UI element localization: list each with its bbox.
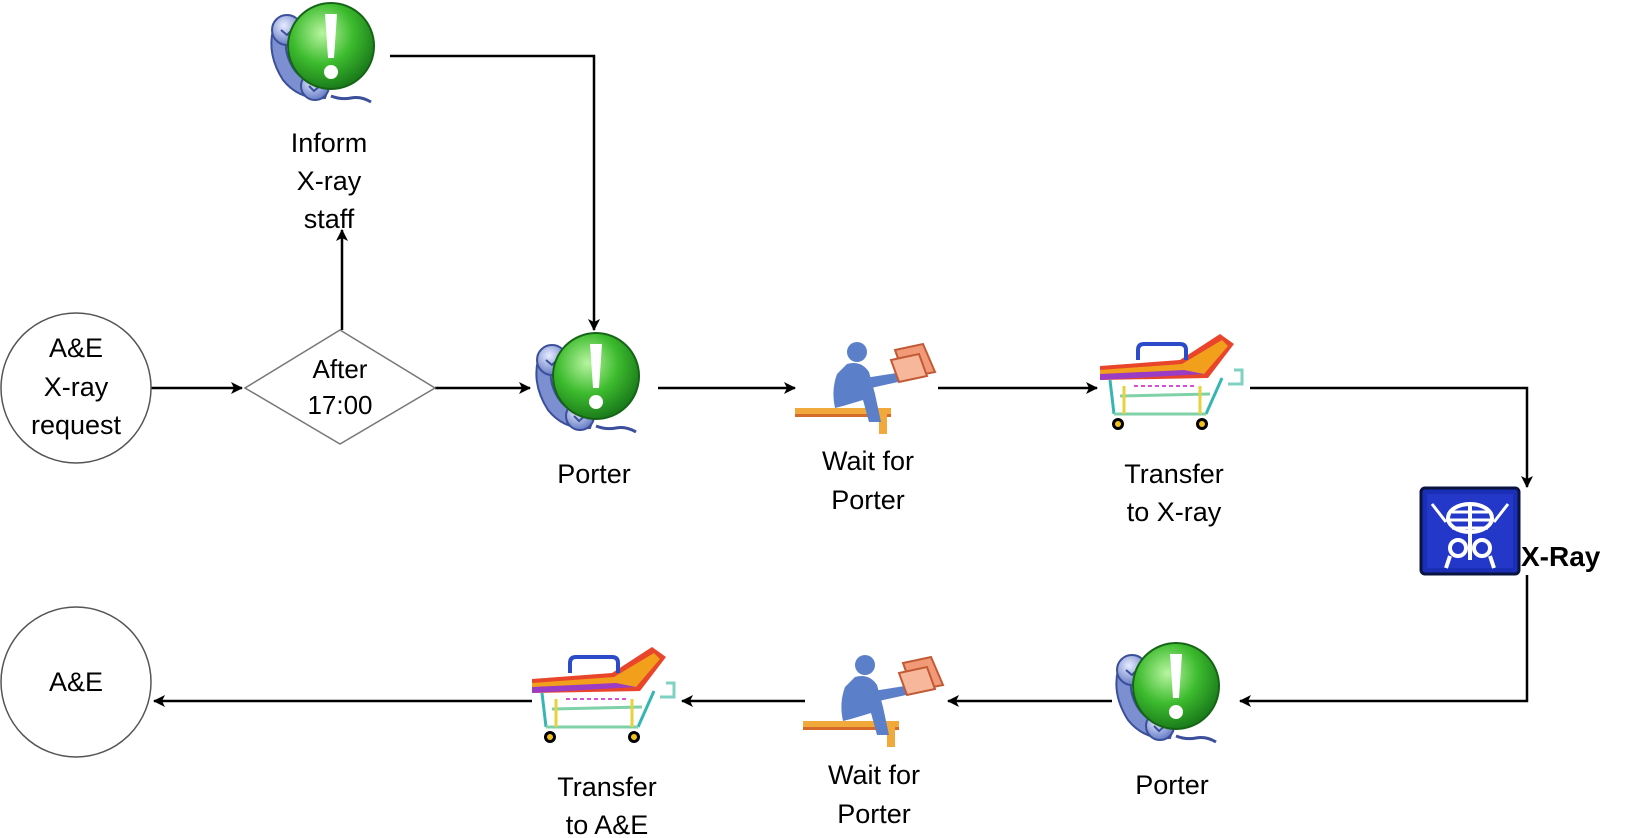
- porter-bottom-label: Porter: [1135, 770, 1209, 800]
- porter-bottom-node: Porter: [1114, 641, 1221, 800]
- seated-person-icon: [794, 341, 936, 435]
- phone-alert-icon: [269, 1, 376, 104]
- start-node: A&E X-ray request: [0, 312, 152, 464]
- wait-bottom-label-line1: Wait for: [828, 760, 920, 790]
- end-label: A&E: [49, 667, 103, 697]
- inform-label-line2: X-ray: [297, 166, 362, 196]
- transfer-bottom-node: Transfer to A&E: [530, 645, 676, 838]
- inform-node: Inform X-ray staff: [269, 1, 376, 234]
- phone-alert-icon: [1114, 641, 1221, 744]
- wait-top-node: Wait for Porter: [794, 341, 936, 515]
- xray-skeleton-icon: [1419, 486, 1521, 576]
- transfer-top-label-line1: Transfer: [1124, 459, 1224, 489]
- transfer-bottom-label-line1: Transfer: [557, 772, 657, 802]
- start-label-line3: request: [31, 410, 122, 440]
- wait-top-label-line2: Porter: [831, 485, 905, 515]
- wait-top-label-line1: Wait for: [822, 446, 914, 476]
- transfer-bottom-label-line2: to A&E: [566, 810, 649, 838]
- arrow-xray-to-porter: [1239, 575, 1529, 707]
- wait-bottom-label-line2: Porter: [837, 799, 911, 829]
- inform-label-line1: Inform: [291, 128, 368, 158]
- xray-node: X-Ray: [1419, 486, 1601, 576]
- transfer-top-node: Transfer to X-ray: [1098, 332, 1244, 527]
- decision-node: After 17:00: [243, 329, 437, 445]
- wait-bottom-node: Wait for Porter: [802, 654, 944, 829]
- xray-label: X-Ray: [1521, 541, 1601, 572]
- inform-label-line3: staff: [304, 204, 355, 234]
- decision-label-line2: 17:00: [307, 390, 372, 420]
- porter-top-label: Porter: [557, 459, 631, 489]
- stretcher-icon: [530, 645, 676, 745]
- end-node: A&E: [0, 606, 152, 758]
- decision-label-line1: After: [313, 354, 368, 384]
- transfer-top-label-line2: to X-ray: [1127, 497, 1222, 527]
- seated-person-icon: [802, 654, 944, 748]
- start-label-line2: X-ray: [44, 372, 109, 402]
- start-label-line1: A&E: [49, 333, 103, 363]
- arrow-transfer-to-xray: [1250, 386, 1533, 488]
- connectors: [148, 54, 1533, 707]
- phone-alert-icon: [534, 331, 641, 434]
- stretcher-icon: [1098, 332, 1244, 432]
- porter-top-node: Porter: [534, 331, 641, 489]
- arrow-inform-to-porter: [390, 54, 600, 331]
